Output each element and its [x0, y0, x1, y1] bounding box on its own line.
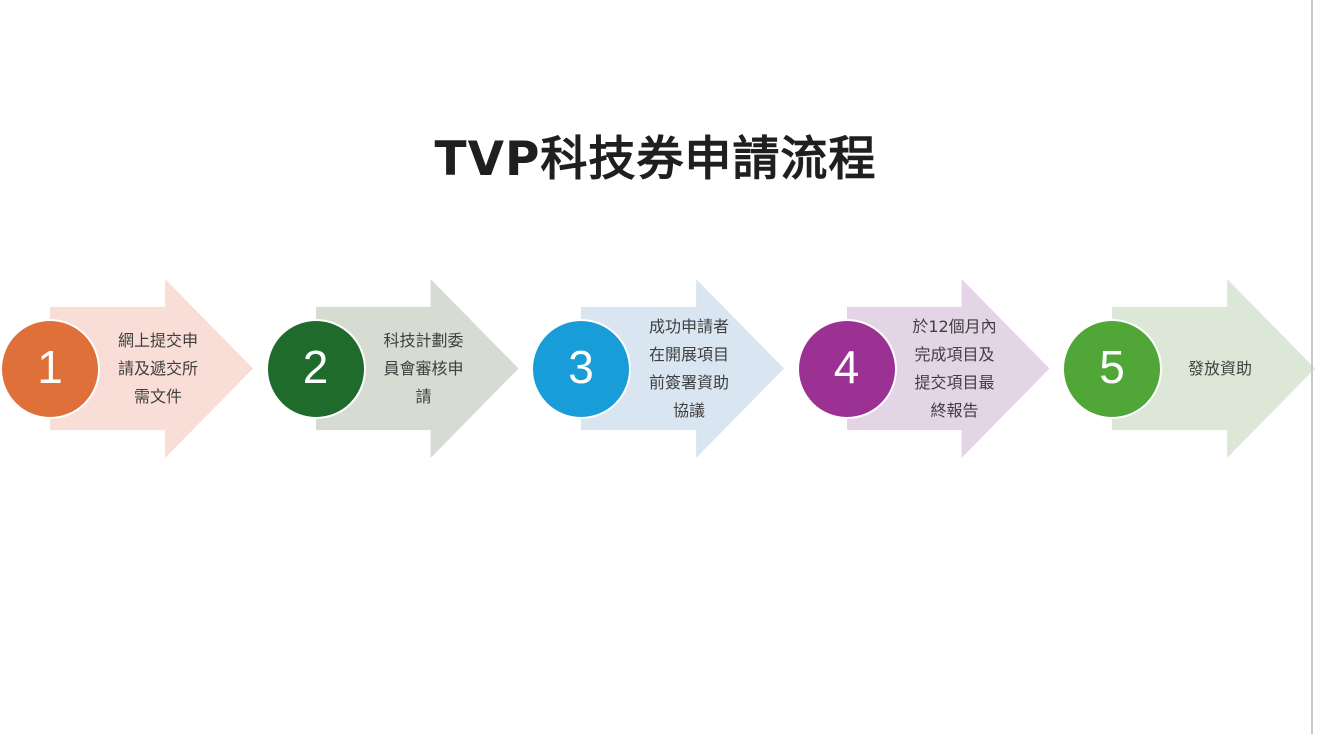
- step-description-line: 完成項目及: [914, 344, 995, 364]
- step-description: 成功申請者在開展項目前簽署資助協議: [629, 279, 749, 458]
- step-description: 於12個月內完成項目及提交項目最終報告: [895, 279, 1015, 458]
- process-step: 1 網上提交申請及遞交所需文件: [0, 279, 255, 458]
- step-description-line: 請: [415, 386, 432, 406]
- step-description: 發放資助: [1160, 279, 1280, 458]
- step-number: 3: [568, 341, 594, 393]
- step-number-circle: 3: [531, 319, 631, 419]
- step-description-line: 員會審核申: [383, 358, 464, 378]
- step-number: 4: [833, 341, 860, 393]
- step-number-circle: 2: [265, 319, 366, 419]
- step-number-circle: 1: [0, 319, 100, 419]
- process-step: 2 科技計劃委員會審核申請: [265, 279, 521, 458]
- process-step: 5 發放資助: [1062, 279, 1317, 458]
- step-number: 1: [37, 341, 63, 393]
- page-title: TVP科技券申請流程: [434, 132, 877, 187]
- step-description-line: 於12個月內: [912, 316, 997, 336]
- step-description-line: 提交項目最: [914, 372, 995, 392]
- page-edge-line: [1311, 0, 1313, 734]
- step-number: 2: [302, 341, 329, 393]
- step-description-line: 協議: [672, 400, 705, 420]
- process-step: 4 於12個月內完成項目及提交項目最終報告: [796, 279, 1052, 458]
- step-description-line: 終報告: [930, 400, 979, 420]
- step-number-circle: 4: [796, 319, 897, 419]
- step-description-line: 在開展項目: [648, 344, 729, 364]
- step-description: 科技計劃委員會審核申請: [364, 279, 484, 458]
- step-number-circle: 5: [1062, 319, 1162, 419]
- step-description-line: 請及遞交所: [117, 358, 198, 378]
- step-description-line: 網上提交申: [117, 330, 198, 350]
- step-description-line: 需文件: [133, 386, 182, 406]
- step-number: 5: [1099, 341, 1125, 393]
- step-description-line: 成功申請者: [648, 316, 729, 336]
- step-description-line: 發放資助: [1187, 358, 1252, 378]
- step-description-line: 前簽署資助: [648, 372, 729, 392]
- process-step: 3 成功申請者在開展項目前簽署資助協議: [531, 279, 786, 458]
- step-description: 網上提交申請及遞交所需文件: [98, 279, 218, 458]
- step-description-line: 科技計劃委: [383, 330, 464, 350]
